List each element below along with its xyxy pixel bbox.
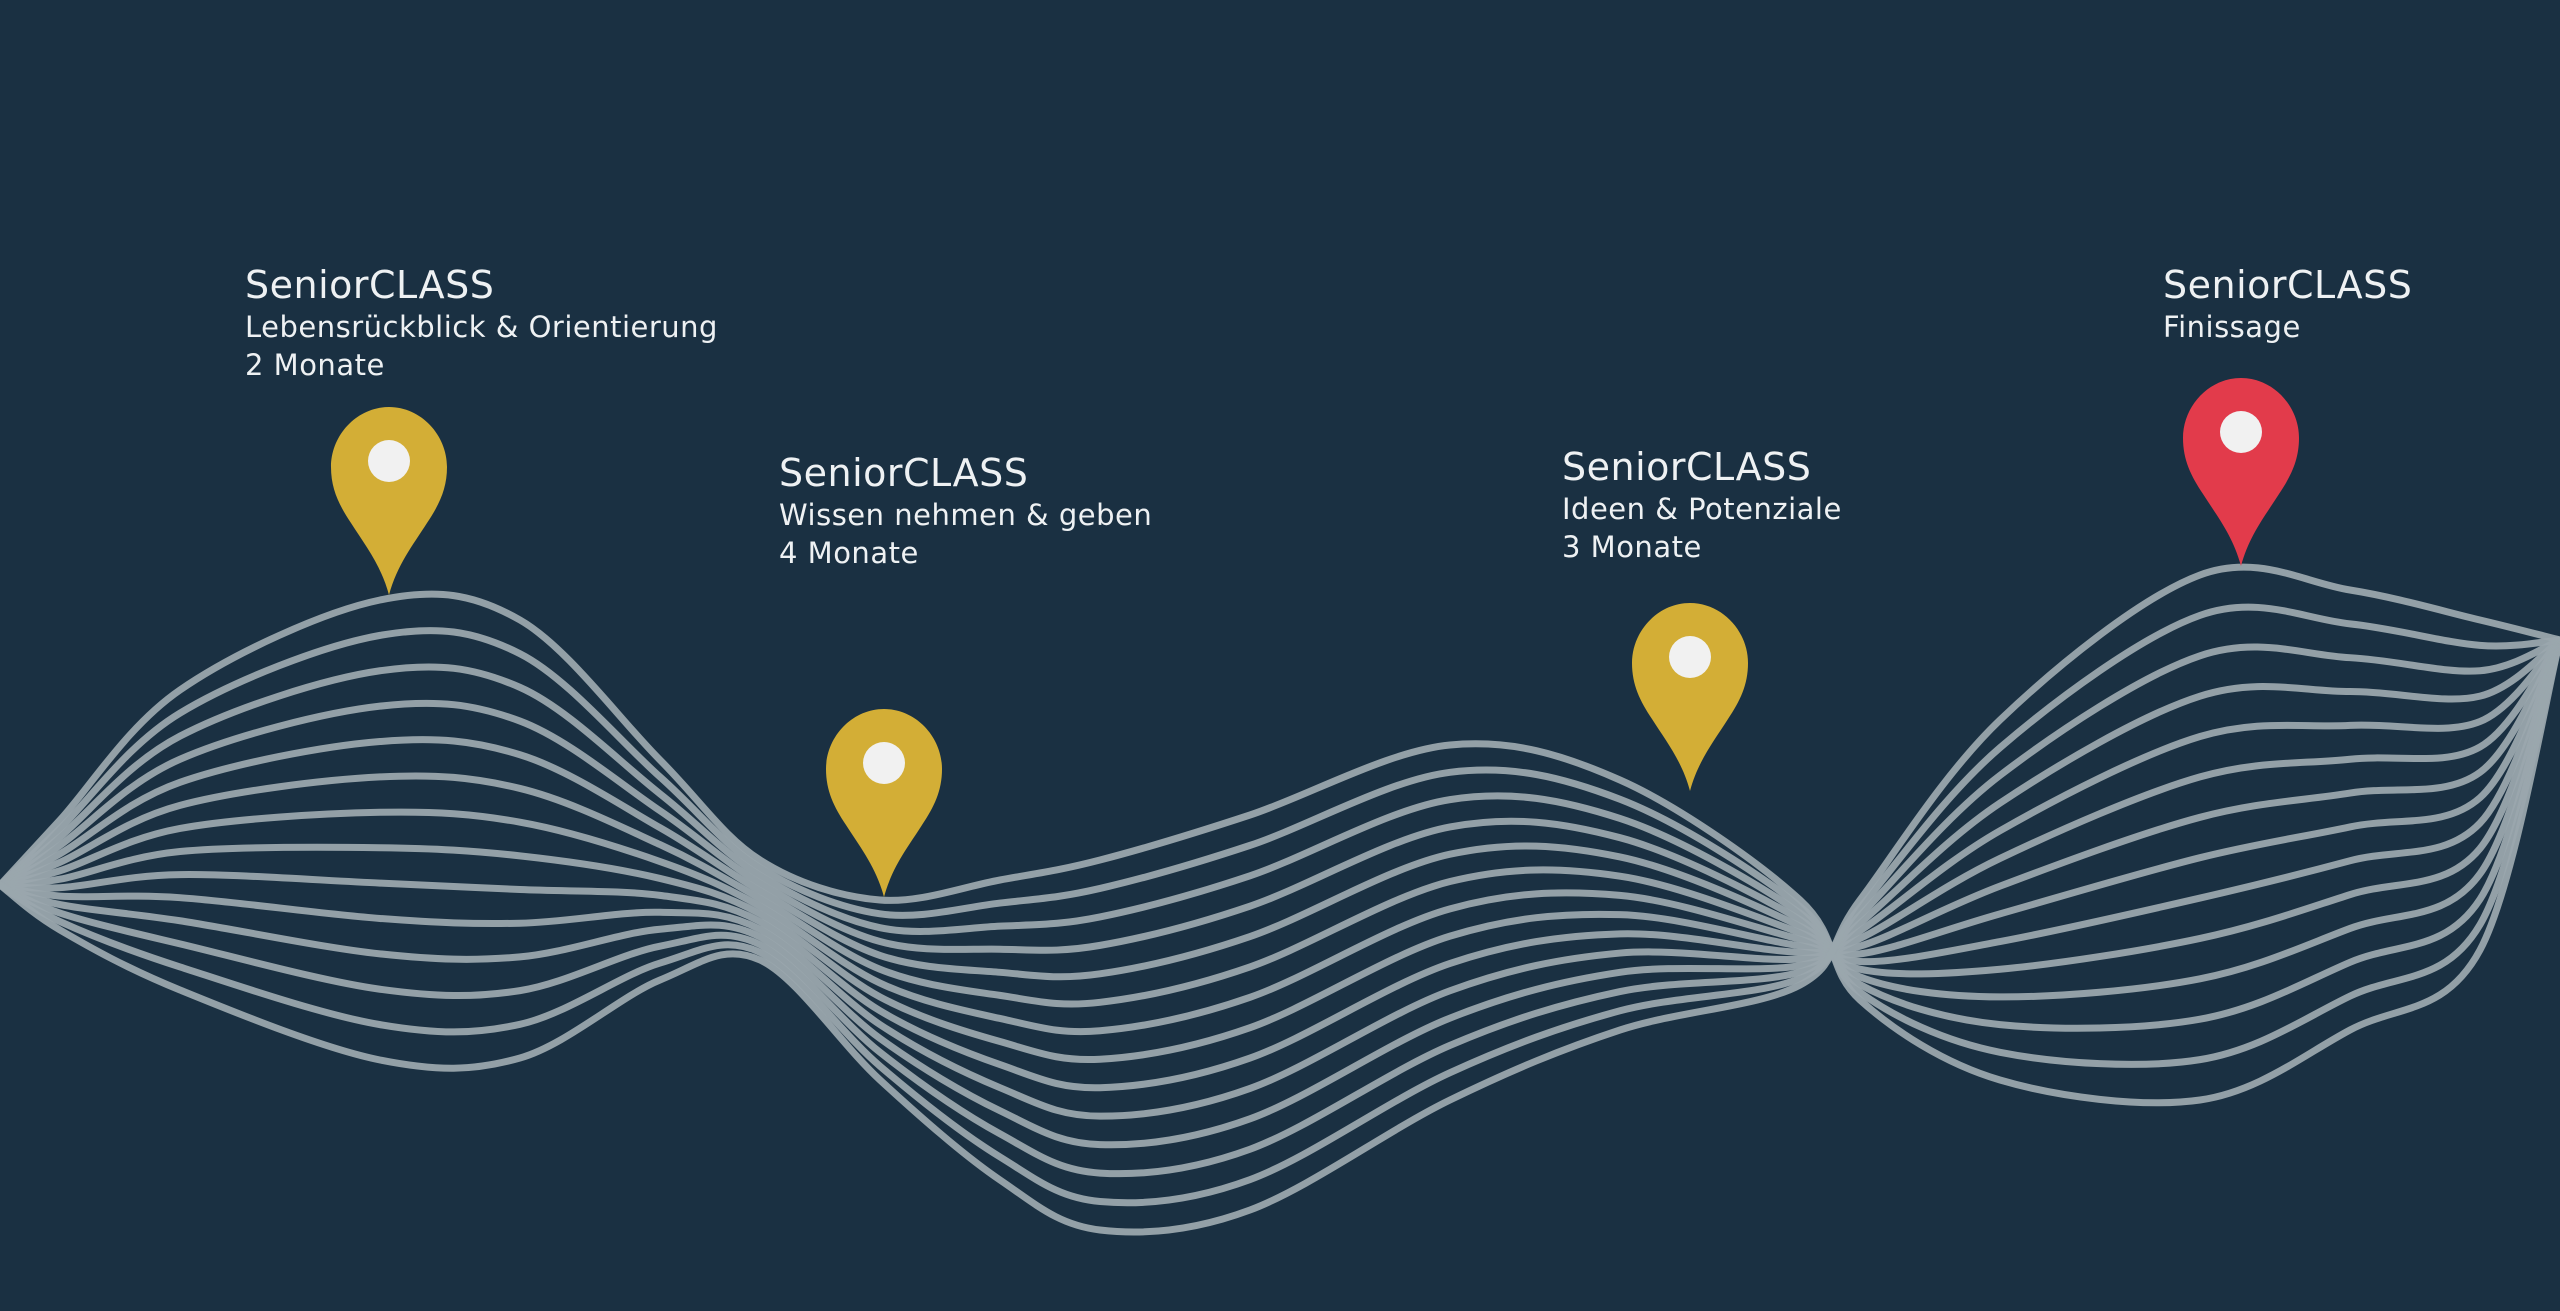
station-2-duration: 4 Monate [779, 536, 919, 570]
station-1-label: SeniorCLASS Lebensrückblick & Orientieru… [245, 262, 718, 384]
pin-dot [2220, 411, 2262, 453]
wave-line [0, 627, 2560, 1068]
station-4-label: SeniorCLASS Finissage [2163, 262, 2412, 346]
station-1-title: SeniorCLASS [245, 263, 495, 307]
station-2-label: SeniorCLASS Wissen nehmen & geben 4 Mona… [779, 450, 1152, 572]
map-pin-icon[interactable] [824, 707, 944, 899]
wave-line [0, 563, 2560, 1236]
wave-line [0, 636, 2560, 1149]
station-2-title: SeniorCLASS [779, 451, 1029, 495]
wave-line [0, 636, 2560, 1036]
wave-line [0, 636, 2560, 1120]
station-4-subtitle: Finissage [2163, 310, 2301, 344]
pin-dot [863, 742, 905, 784]
wave-line [0, 636, 2560, 1001]
wave-line [0, 636, 2560, 1092]
wave-line [0, 636, 2560, 981]
station-3-label: SeniorCLASS Ideen & Potenziale 3 Monate [1562, 444, 1842, 566]
station-3-duration: 3 Monate [1562, 530, 1702, 564]
station-3-title: SeniorCLASS [1562, 445, 1812, 489]
station-1-duration: 2 Monate [245, 348, 385, 382]
wave-line [0, 636, 2560, 1032]
wave-line [0, 636, 2560, 1064]
wave-line [0, 590, 2560, 1107]
pin-body [331, 407, 447, 595]
pin-body [1632, 603, 1748, 791]
wave-line [0, 636, 2560, 1178]
map-pin-icon[interactable] [2181, 376, 2301, 568]
station-4-title: SeniorCLASS [2163, 263, 2413, 307]
wave-line [0, 636, 2560, 1008]
wave-line [0, 603, 2560, 1207]
pin-dot [1669, 636, 1711, 678]
station-1-subtitle: Lebensrückblick & Orientierung [245, 310, 718, 344]
pin-dot [368, 440, 410, 482]
station-2-subtitle: Wissen nehmen & geben [779, 498, 1153, 532]
station-3-subtitle: Ideen & Potenziale [1562, 492, 1842, 526]
map-pin-icon[interactable] [329, 405, 449, 597]
pin-body [826, 709, 942, 897]
pin-body [2183, 378, 2299, 566]
map-pin-icon[interactable] [1630, 601, 1750, 793]
